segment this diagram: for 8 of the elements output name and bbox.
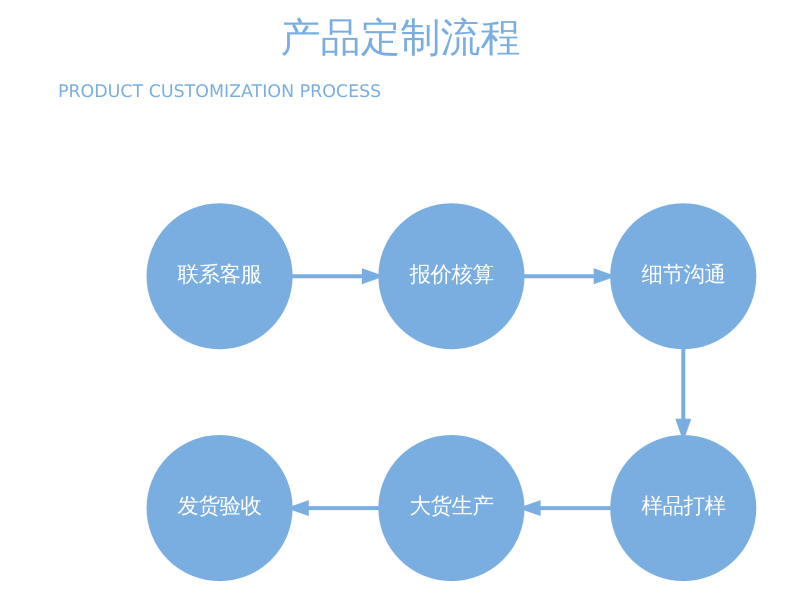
- diagram-title: 产品定制流程: [280, 15, 520, 62]
- node-circle: 样品打样: [610, 435, 756, 582]
- node-circle: 大货生产: [378, 435, 524, 582]
- node-circle: 联系客服: [146, 203, 292, 350]
- node-circle: 报价核算: [378, 203, 524, 350]
- label: PRODUCT CUSTOMIZATION PROCESS: [57, 82, 381, 102]
- node-circle: 发货验收: [146, 435, 292, 582]
- node-circle: 细节沟通: [610, 203, 756, 350]
